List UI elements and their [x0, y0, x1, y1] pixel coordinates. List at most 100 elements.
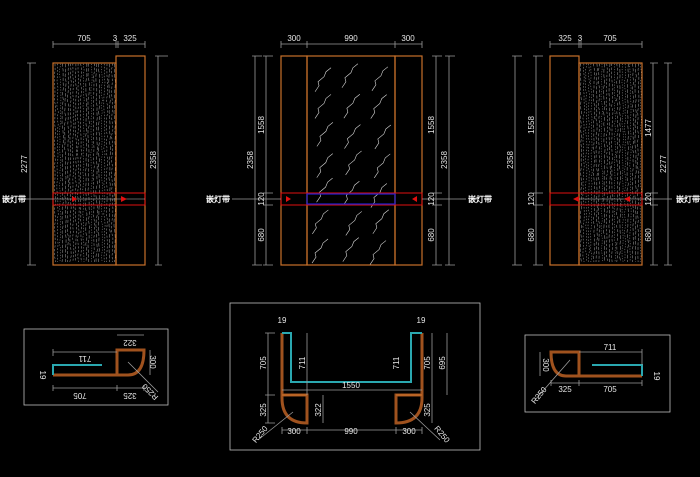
marble-vein [370, 94, 387, 119]
dim-705: 705 [259, 356, 268, 370]
wood-texture [579, 63, 642, 263]
dim-1477: 1477 [644, 119, 653, 137]
wood-grain [98, 63, 101, 263]
wood-grain [72, 63, 75, 263]
dim-2358: 2358 [440, 151, 449, 169]
wood-grain [103, 63, 106, 263]
dim-705: 705 [73, 391, 87, 400]
dim-19: 19 [278, 316, 287, 325]
wood-grain [587, 63, 590, 263]
elevation-left: 705 3 325 2277 2358 嵌灯带 [2, 34, 168, 266]
wall-outline [549, 350, 642, 378]
blue-band [306, 193, 396, 205]
wood-grain [592, 63, 595, 263]
light-strip-label: 嵌灯带 [468, 194, 492, 204]
dim-705: 705 [603, 385, 617, 394]
marble-texture [311, 63, 392, 265]
dim-1558: 1558 [527, 116, 536, 134]
dim-2358: 2358 [506, 151, 515, 169]
glass-return [282, 332, 422, 383]
fluted-strip-right [394, 55, 423, 266]
marble-vein [345, 211, 362, 236]
wood-grain [639, 63, 642, 263]
dim-325: 325 [558, 34, 572, 43]
marble-vein [374, 124, 392, 150]
glass-return [592, 364, 643, 376]
marble-vein [312, 209, 329, 235]
dim-300: 300 [287, 427, 301, 436]
dim-2277: 2277 [659, 155, 668, 173]
dim-r250: R250 [250, 424, 270, 445]
wood-grain [69, 63, 72, 263]
dim-1558: 1558 [427, 116, 436, 134]
wood-grain [605, 63, 609, 263]
wood-grain [87, 63, 90, 263]
dim-325: 325 [123, 391, 137, 400]
marble-vein [343, 93, 361, 119]
light-strip-label: 嵌灯带 [2, 194, 26, 204]
dim-120: 120 [257, 192, 266, 206]
wood-grain [613, 63, 616, 263]
dim-120: 120 [427, 192, 436, 206]
dim-680: 680 [427, 228, 436, 242]
dim-2358: 2358 [246, 151, 255, 169]
arrow-icon [72, 196, 127, 202]
dim-300: 300 [402, 427, 416, 436]
wood-grain [629, 63, 632, 263]
wood-grain [579, 63, 583, 263]
dim-300: 300 [287, 34, 301, 43]
dim-1550: 1550 [342, 381, 360, 390]
dim-120: 120 [644, 192, 653, 206]
dim-325: 325 [423, 403, 432, 417]
marble-vein [371, 66, 389, 91]
wood-grain [74, 63, 77, 263]
wood-grain [77, 63, 80, 263]
marble-vein [345, 150, 362, 176]
dim-300: 300 [541, 358, 550, 372]
dim-705: 705 [77, 34, 91, 43]
dim-711: 711 [78, 354, 91, 363]
dim-322: 322 [314, 403, 323, 417]
marble-vein [314, 94, 332, 119]
dim-325: 325 [123, 34, 137, 43]
wood-grain [93, 63, 96, 263]
dim-990: 990 [344, 34, 358, 43]
wood-grain [595, 63, 598, 263]
glass-return [52, 364, 102, 375]
wood-grain [585, 63, 588, 262]
wood-grain [611, 63, 614, 263]
marble-vein [316, 177, 333, 203]
wood-grain [82, 63, 85, 263]
wood-grain [64, 63, 67, 263]
wood-grain [113, 63, 116, 263]
wood-grain [590, 63, 593, 263]
dim-r250: R250 [432, 424, 452, 445]
wood-grain [105, 63, 109, 262]
elevation-right: 325 3 705 2358 1558 120 680 1477 120 680… [506, 34, 700, 266]
marble-vein [373, 153, 391, 179]
wood-grain [79, 63, 82, 263]
wood-grain [600, 63, 603, 263]
wood-grain [54, 63, 57, 263]
marble-vein [372, 209, 390, 234]
wood-grain [95, 63, 98, 263]
dim-680: 680 [257, 228, 266, 242]
wood-grain [621, 63, 624, 263]
marble-vein [344, 124, 361, 149]
dim-120: 120 [527, 192, 536, 206]
wood-grain [100, 63, 103, 263]
wood-grain [90, 63, 93, 263]
marble-vein [316, 153, 333, 178]
dim-19: 19 [652, 372, 661, 381]
wood-grain [624, 63, 627, 263]
dim-711: 711 [298, 356, 307, 369]
marble-vein [369, 240, 387, 265]
dim-2277: 2277 [20, 155, 29, 173]
arrow-icon [573, 196, 630, 202]
wood-grain [582, 63, 585, 263]
wood-grain [111, 63, 114, 263]
dim-705: 705 [603, 34, 617, 43]
marble-vein [370, 183, 388, 208]
dim-705: 705 [423, 356, 432, 370]
dim-300: 300 [148, 355, 157, 369]
